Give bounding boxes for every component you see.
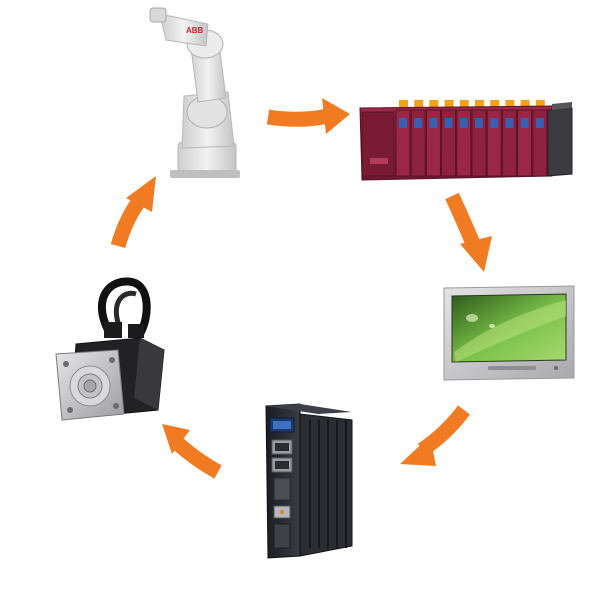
arrow-motor-to-robot (110, 176, 156, 249)
servo-motor-icon (55, 277, 165, 421)
plc-rack-icon (359, 100, 573, 181)
servo-drive-icon (265, 403, 353, 559)
abb-logo: ABB (186, 26, 204, 35)
arrow-robot-to-plc (266, 98, 350, 134)
arrow-plc-to-hmi (445, 192, 492, 272)
arrow-drive-to-motor (162, 424, 222, 479)
industrial-robot-arm-icon: ABB (149, 7, 240, 178)
hmi-touch-panel-icon (443, 285, 575, 381)
arrow-hmi-to-drive (400, 405, 470, 466)
